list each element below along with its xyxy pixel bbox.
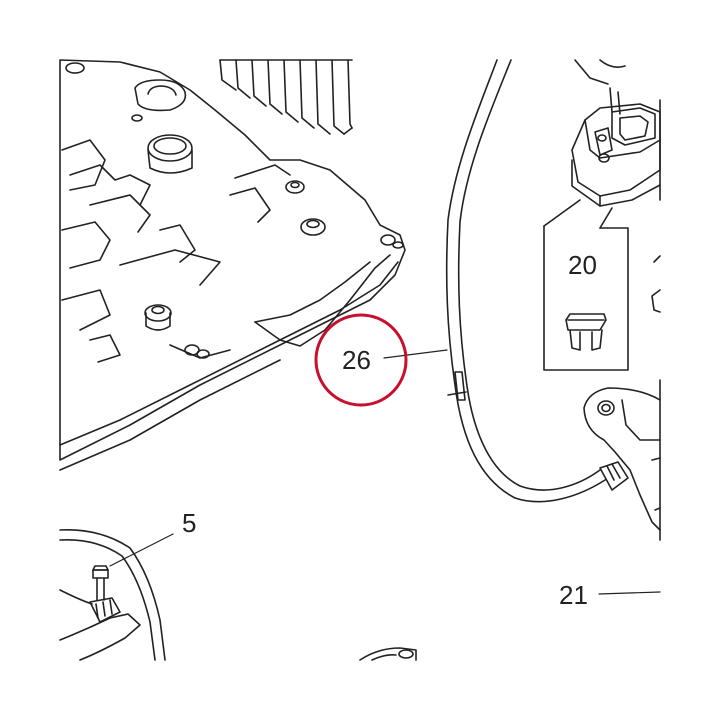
callout-26-label: 26 [342, 345, 371, 375]
manifold-cover-assembly [59, 59, 406, 471]
leader-line-21 [598, 591, 661, 595]
fuse-body [565, 313, 607, 331]
lower-bracket-assembly [59, 529, 166, 661]
callout-5-label: 5 [182, 508, 197, 538]
highlight-circle [314, 313, 408, 407]
relay-fuse-holder [571, 59, 661, 207]
right-side-components [583, 255, 661, 541]
leader-line-5 [109, 533, 174, 567]
leader-line-26 [383, 349, 448, 359]
fuse-detail-box [543, 199, 629, 371]
cable-assembly [445, 59, 629, 503]
callout-21-label: 21 [559, 580, 588, 610]
screw-icon [92, 565, 109, 601]
bottom-center-component [359, 647, 417, 661]
leader-lines [109, 349, 661, 595]
callout-20-label: 20 [568, 250, 597, 280]
